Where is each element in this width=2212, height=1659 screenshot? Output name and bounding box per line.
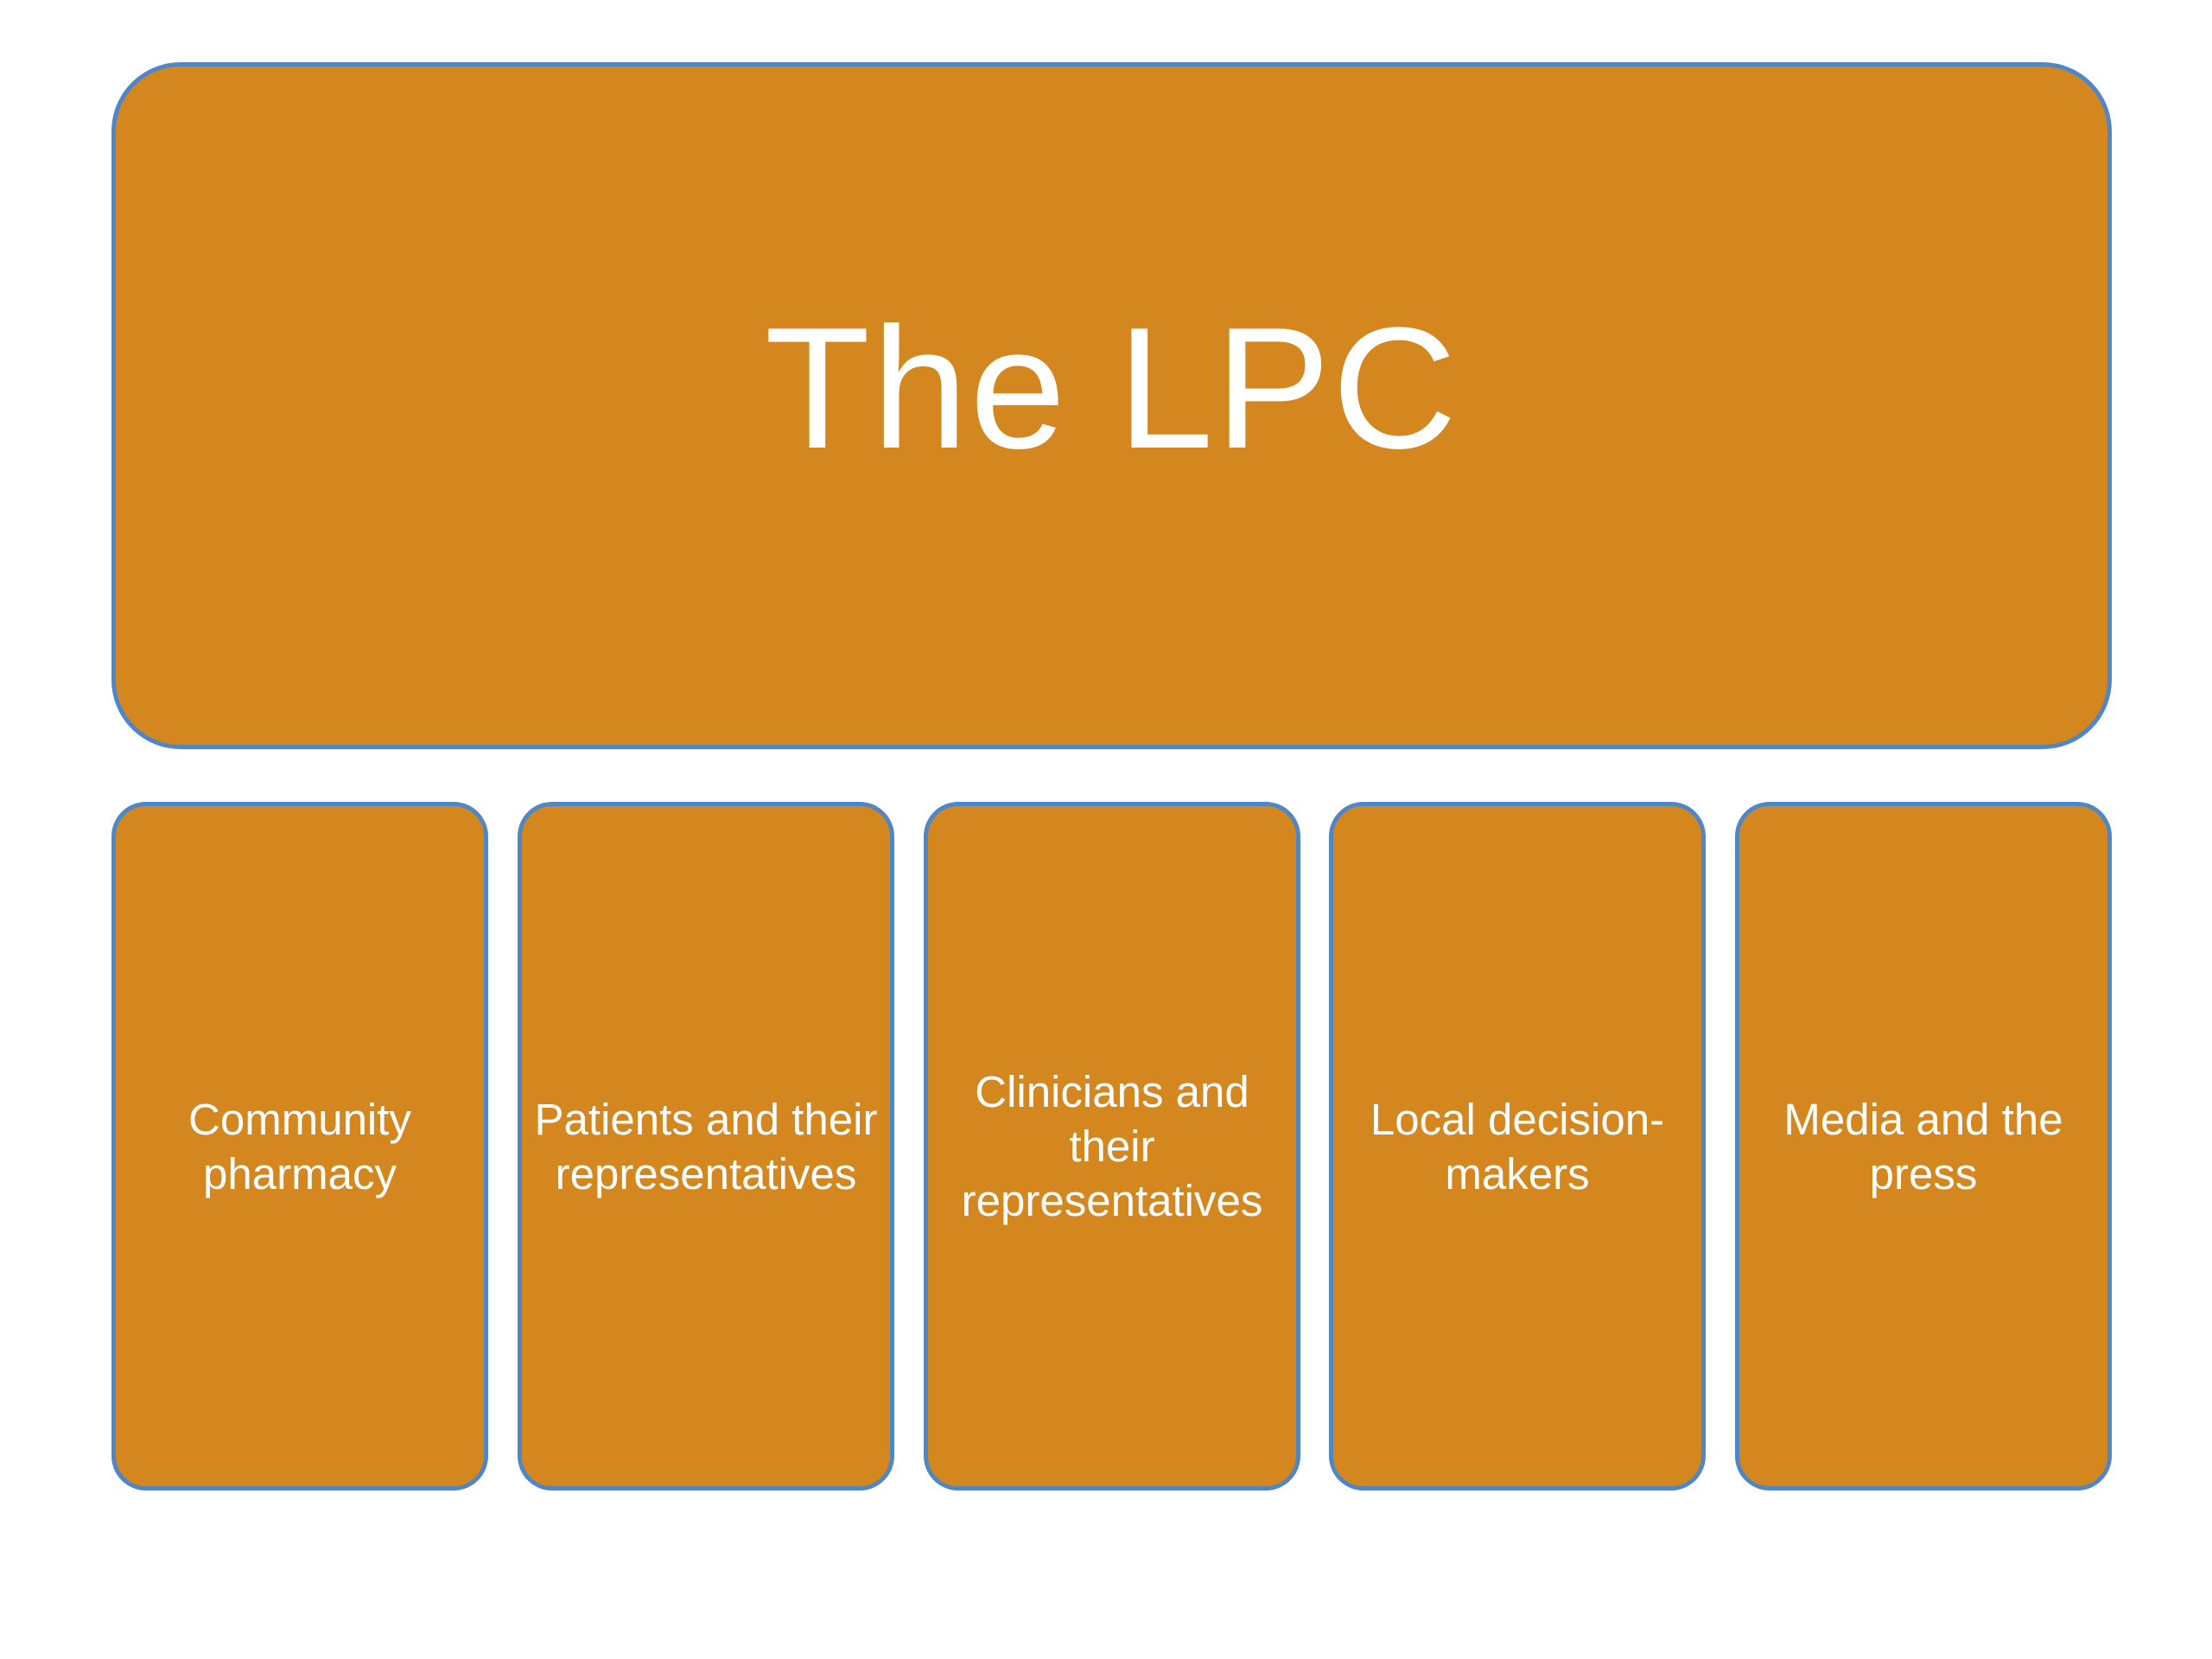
- child-node-label: Local decision-makers: [1370, 1094, 1665, 1198]
- child-node-label: Patients and their representatives: [534, 1094, 878, 1198]
- root-node-label: The LPC: [764, 291, 1459, 485]
- child-node-community-pharmacy: Community pharmacy: [111, 802, 488, 1491]
- child-node-label: Clinicians and their representatives: [961, 1067, 1263, 1225]
- root-node: The LPC: [111, 62, 2112, 749]
- child-node-patients: Patients and their representatives: [518, 802, 894, 1491]
- child-node-media: Media and the press: [1735, 802, 2112, 1491]
- child-node-local-decision-makers: Local decision-makers: [1329, 802, 1706, 1491]
- child-node-clinicians: Clinicians and their representatives: [924, 802, 1300, 1491]
- child-node-label: Community pharmacy: [188, 1094, 411, 1198]
- child-node-label: Media and the press: [1783, 1094, 2063, 1198]
